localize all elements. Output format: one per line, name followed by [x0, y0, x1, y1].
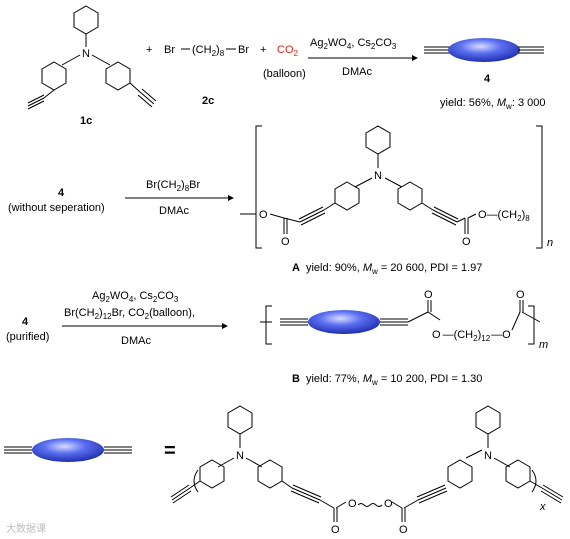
- row2-conditions-bottom: DMAc: [159, 205, 189, 217]
- row1-conditions-bottom: DMAc: [342, 66, 372, 78]
- svg-text:O: O: [462, 236, 471, 248]
- polymer-a-n: n: [547, 237, 553, 249]
- svg-text:O: O: [424, 289, 433, 301]
- svg-text:O: O: [331, 524, 340, 536]
- polymer-b-bracket-right: [528, 305, 535, 345]
- repeat-x: x: [539, 501, 546, 513]
- svg-text:O: O: [399, 524, 408, 536]
- svg-text:O: O: [281, 236, 290, 248]
- svg-text:O: O: [259, 209, 268, 221]
- row3-conditions-line1: Ag2WO4, Cs2CO3: [92, 290, 179, 304]
- co2-label: CO2: [277, 44, 299, 58]
- legend-ellipse: [4, 438, 132, 462]
- svg-text:O: O: [348, 498, 357, 510]
- svg-text:N: N: [374, 170, 382, 182]
- row2-start-note: (without seperation): [8, 202, 105, 214]
- svg-text:O: O: [516, 289, 525, 301]
- svg-text:O: O: [384, 498, 393, 510]
- ch2-8-text: (CH2)8: [192, 44, 225, 58]
- polymer-a-bracket-right: [536, 125, 543, 249]
- row2-conditions-top: Br(CH2)8Br: [146, 179, 200, 193]
- row3-start-note: (purified): [6, 331, 49, 343]
- br-left: Br: [164, 44, 175, 56]
- structure-repeat-unit: N O O O O N: [170, 405, 564, 536]
- balloon-label: (balloon): [263, 68, 306, 80]
- structure-polymer-a: N O O O O—(CH2)8: [240, 125, 530, 248]
- svg-text:O—(CH2)12—O: O—(CH2)12—O: [432, 329, 511, 343]
- row1-conditions-top: Ag2WO4, Cs2CO3: [310, 37, 397, 51]
- svg-text:N: N: [484, 450, 492, 462]
- product-4-ellipse: [424, 38, 544, 62]
- row3-conditions-bottom: DMAc: [121, 335, 151, 347]
- label-1c: 1c: [80, 115, 92, 127]
- br-right: Br: [238, 44, 249, 56]
- polymer-b-m: m: [539, 339, 548, 351]
- polymer-b-bracket-left: [265, 305, 272, 345]
- svg-text:O—(CH2)8: O—(CH2)8: [478, 209, 530, 223]
- plus-1: +: [146, 44, 152, 56]
- equals-sign: =: [164, 440, 176, 462]
- watermark: 大数据课: [6, 522, 46, 535]
- row3-conditions-line2: Br(CH2)12Br, CO2(balloon),: [64, 307, 195, 321]
- label-4: 4: [484, 73, 491, 85]
- polymer-a-bracket-left: [255, 125, 262, 249]
- structure-polymer-b: O O—(CH2)12—O O: [260, 289, 541, 343]
- n-atom-1c: N: [82, 48, 90, 60]
- row2-start-4: 4: [58, 187, 65, 199]
- plus-2: +: [260, 44, 266, 56]
- svg-text:N: N: [236, 450, 244, 462]
- row3-start-4: 4: [22, 316, 29, 328]
- label-2c: 2c: [202, 95, 214, 107]
- row1-yield: yield: 56%, Mw: 3 000: [440, 97, 545, 111]
- structure-1c: N: [27, 5, 157, 110]
